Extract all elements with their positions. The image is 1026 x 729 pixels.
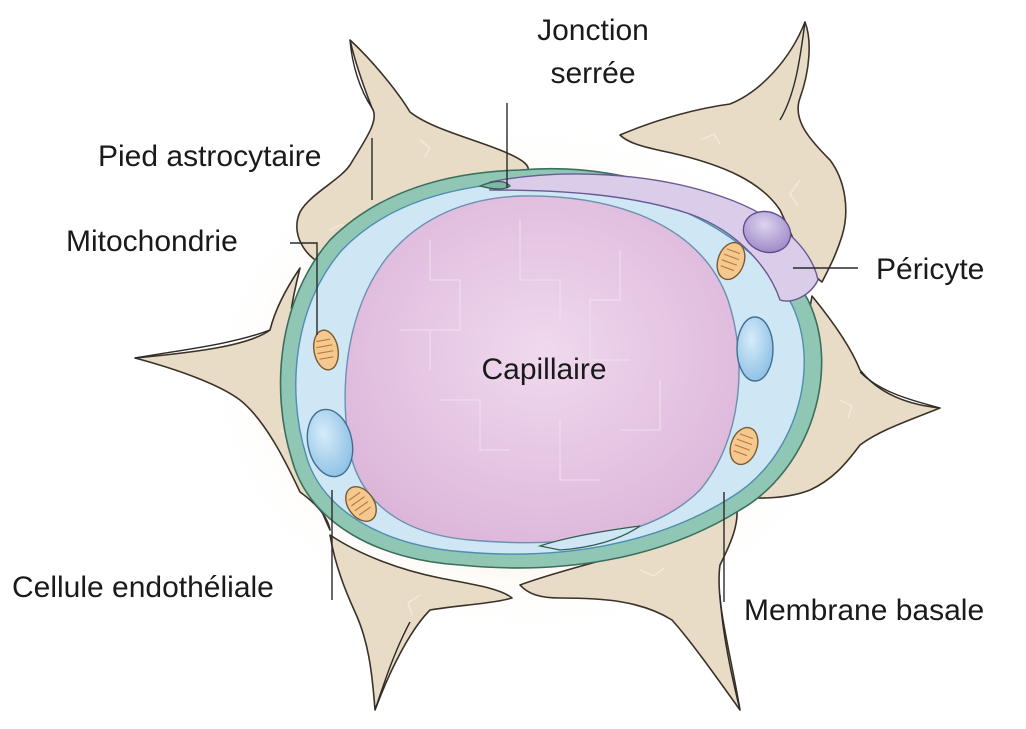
label-capillary: Capillaire [481, 353, 606, 386]
label-mitochondria: Mitochondrie [66, 225, 238, 258]
label-astrocyte-foot: Pied astrocytaire [98, 140, 321, 173]
endothelial-nucleus-right [737, 317, 773, 381]
label-pericyte: Péricyte [876, 253, 984, 286]
label-tight-junction-line2: serrée [550, 57, 635, 90]
label-basement-membrane: Membrane basale [744, 594, 984, 627]
label-tight-junction-line1: Jonction [537, 14, 649, 47]
label-endothelial-cell: Cellule endothéliale [12, 571, 274, 604]
